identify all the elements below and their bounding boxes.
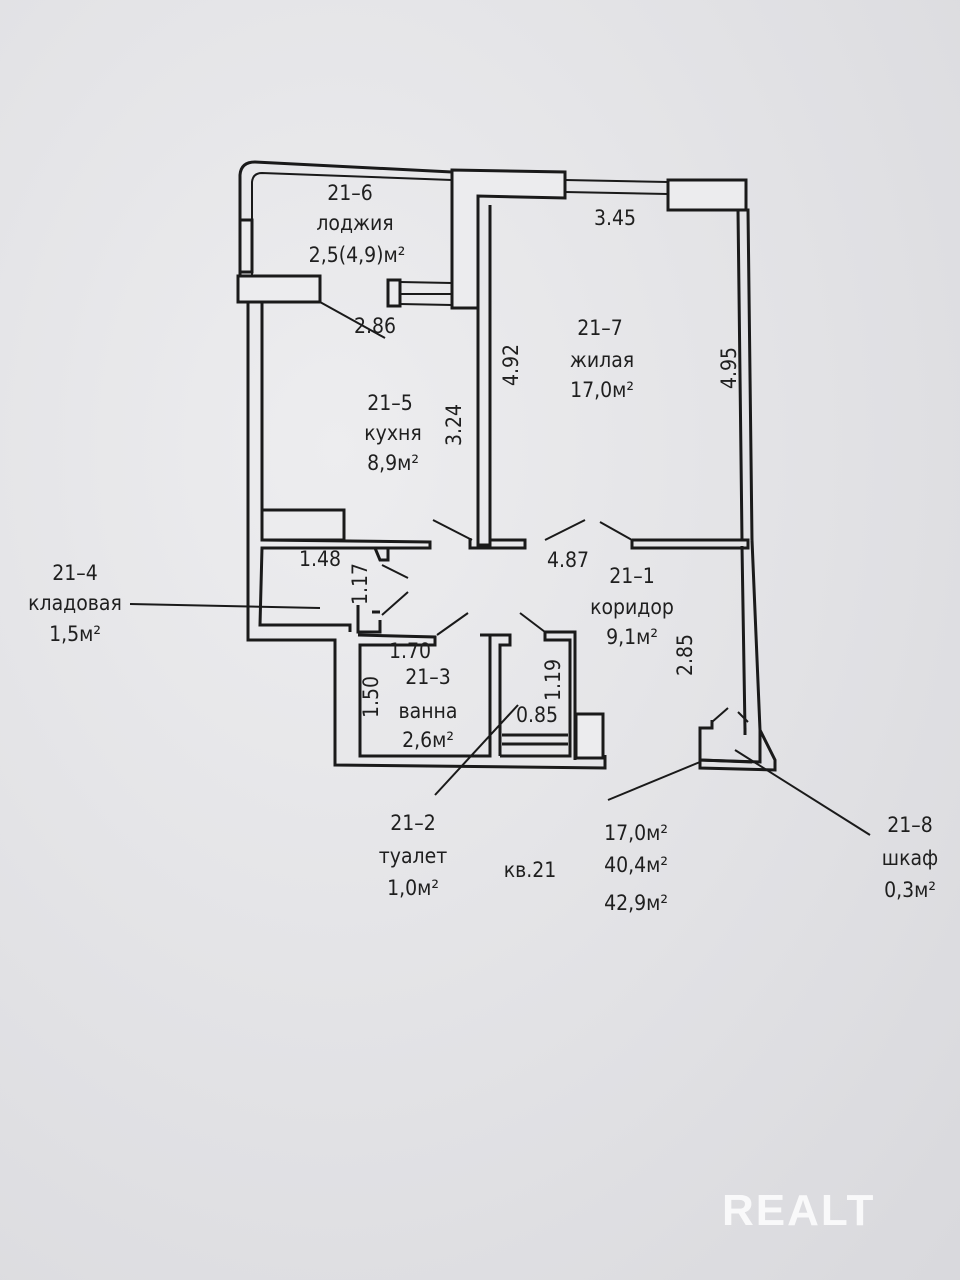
- room-name: лоджия: [316, 211, 393, 235]
- room-id: 21–5: [367, 391, 413, 415]
- leader-lines: [129, 301, 871, 836]
- dimension: 1.70: [389, 639, 431, 663]
- room-id: 21–6: [327, 181, 373, 205]
- dimension: 0.85: [516, 703, 558, 727]
- dimension-labels: 3.45 2.86 4.92 4.95 3.24 1.48 4.87 1.17 …: [299, 206, 741, 727]
- dimension: 4.92: [499, 344, 523, 386]
- dimension: 1.19: [541, 659, 565, 701]
- room-kitchen: 21–5 кухня 8,9м²: [364, 391, 421, 475]
- room-closet: 21–8 шкаф 0,3м²: [882, 813, 938, 902]
- living-area: 17,0м²: [604, 821, 668, 845]
- room-area: 1,0м²: [387, 876, 439, 900]
- room-area: 17,0м²: [570, 378, 634, 402]
- walls: [236, 160, 777, 772]
- room-name: кухня: [364, 421, 421, 445]
- dimension: 2.86: [354, 314, 396, 338]
- room-name: кладовая: [28, 591, 122, 615]
- dimension: 3.45: [594, 206, 636, 230]
- dimension: 4.95: [717, 347, 741, 389]
- room-id: 21–3: [405, 665, 451, 689]
- room-name: ванна: [398, 699, 457, 723]
- room-area: 2,6м²: [402, 728, 454, 752]
- total-area-with-loggia: 42,9м²: [604, 891, 668, 915]
- room-area: 9,1м²: [606, 625, 658, 649]
- realt-watermark: REALT: [722, 1186, 875, 1235]
- room-area: 1,5м²: [49, 622, 101, 646]
- room-area: 0,3м²: [884, 878, 936, 902]
- room-toilet: 21–2 туалет 1,0м²: [379, 811, 447, 900]
- room-bath: 21–3 ванна 2,6м²: [398, 665, 457, 752]
- room-id: 21–4: [52, 561, 98, 585]
- room-name: коридор: [590, 595, 674, 619]
- dimension: 4.87: [547, 548, 589, 572]
- room-id: 21–8: [887, 813, 933, 837]
- room-area: 8,9м²: [367, 451, 419, 475]
- apartment-summary: кв.21 17,0м² 40,4м² 42,9м²: [504, 821, 668, 915]
- dimension: 1.50: [359, 676, 383, 718]
- total-area: 40,4м²: [604, 853, 668, 877]
- apartment-number: кв.21: [504, 858, 557, 882]
- room-name: шкаф: [882, 846, 938, 870]
- room-name: туалет: [379, 844, 447, 868]
- room-id: 21–1: [609, 564, 655, 588]
- room-id: 21–2: [390, 811, 436, 835]
- dimension: 1.48: [299, 547, 341, 571]
- room-loggia: 21–6 лоджия 2,5(4,9)м²: [309, 181, 406, 267]
- room-storage: 21–4 кладовая 1,5м²: [28, 561, 122, 646]
- room-living: 21–7 жилая 17,0м²: [570, 316, 634, 402]
- room-area: 2,5(4,9)м²: [309, 243, 406, 267]
- dimension: 3.24: [442, 404, 466, 446]
- dimension: 2.85: [673, 634, 697, 676]
- room-name: жилая: [570, 348, 634, 372]
- dimension: 1.17: [348, 563, 372, 605]
- room-corridor: 21–1 коридор 9,1м²: [590, 564, 674, 649]
- room-id: 21–7: [577, 316, 623, 340]
